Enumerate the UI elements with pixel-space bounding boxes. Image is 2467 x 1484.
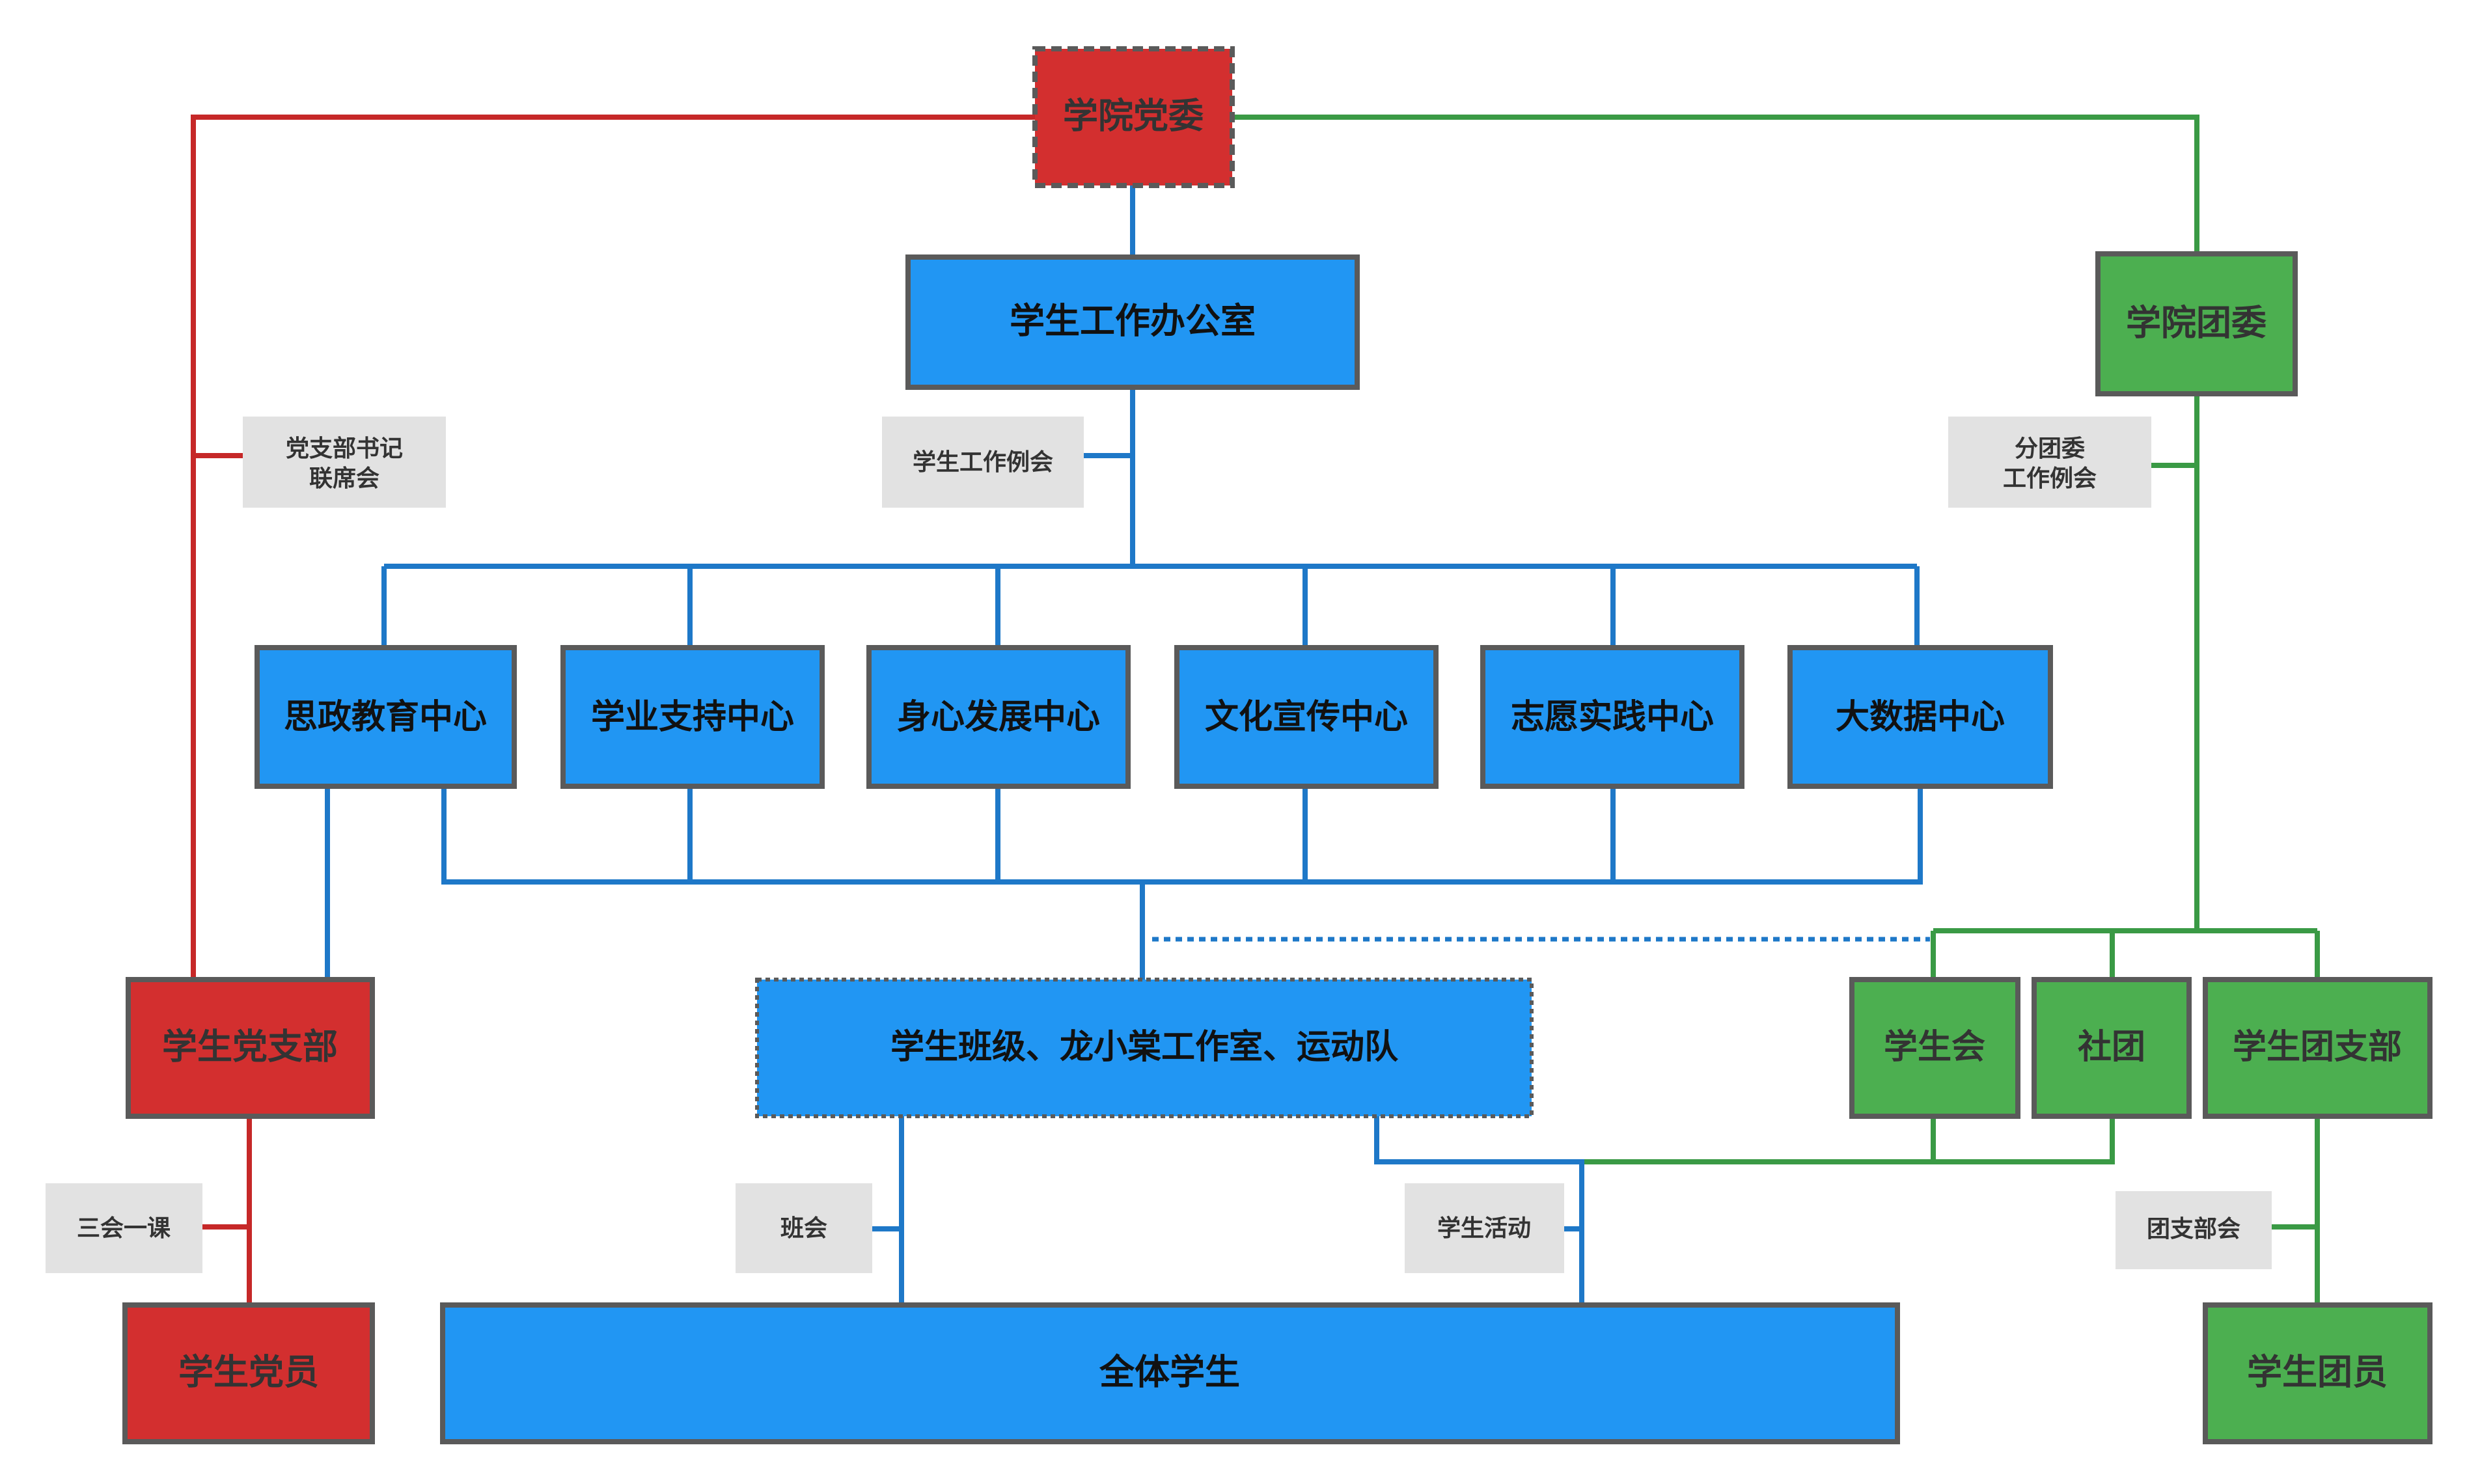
- league-branch-meeting-label: 团支部会: [2147, 1216, 2240, 1243]
- youth-league-committee-label: 学院团委: [2126, 303, 2267, 344]
- party-committee-to-branch-line: [191, 115, 1035, 980]
- three-meetings-label: 三会一课: [77, 1215, 171, 1242]
- league-meeting-label-box: [1948, 417, 2151, 508]
- student-league-members-label: 学生团员: [2247, 1352, 2388, 1393]
- class-meeting-label: 班会: [780, 1215, 827, 1242]
- node-center-wellbeing: 身心发展中心: [866, 645, 1131, 789]
- student-union-label: 学生会: [1884, 1028, 1985, 1067]
- student-affairs-office-label: 学生工作办公室: [1010, 301, 1256, 342]
- secretary-meeting-label-line1: 党支部书记: [286, 435, 403, 462]
- center-volunteer-label: 志愿实践中心: [1511, 698, 1714, 737]
- secretary-meeting-label-line2: 联席会: [309, 465, 379, 492]
- party-to-league-committee-line: [1232, 115, 2199, 254]
- secretary-meeting-label-box: [243, 417, 446, 508]
- node-center-bigdata: 大数据中心: [1787, 645, 2053, 789]
- student-work-meeting-label-box: [882, 417, 1084, 508]
- center-ideology-label: 思政教育中心: [284, 698, 487, 737]
- center-bigdata-label: 大数据中心: [1836, 698, 2005, 737]
- league-drop-lines: [1931, 931, 2320, 980]
- node-student-party-members: 学生党员: [122, 1302, 375, 1444]
- centers-drop-lines: [381, 566, 1920, 648]
- node-center-volunteer: 志愿实践中心: [1480, 645, 1744, 789]
- student-party-members-label: 学生党员: [178, 1352, 319, 1393]
- node-clubs: 社团: [2032, 977, 2192, 1119]
- node-student-affairs-office: 学生工作办公室: [905, 254, 1360, 390]
- office-connectors: [325, 186, 1930, 1305]
- all-students-label: 全体学生: [1099, 1352, 1240, 1393]
- node-student-party-branch: 学生党支部: [126, 977, 375, 1119]
- student-activities-label-box: [1405, 1183, 1564, 1273]
- node-youth-league-committee: 学院团委: [2095, 251, 2298, 396]
- meeting-labels: 党支部书记 联席会 学生工作例会 分团委 工作例会 三会一课 班会 学生活动 团…: [46, 417, 2272, 1273]
- centers-bottom-bus-line: [441, 786, 1923, 885]
- clubs-label: 社团: [2078, 1028, 2145, 1067]
- league-connectors: [1232, 115, 2320, 1305]
- node-student-league-members: 学生团员: [2203, 1302, 2433, 1444]
- party-committee-label: 学院党委: [1063, 96, 1204, 137]
- student-league-branch-label: 学生团支部: [2233, 1028, 2402, 1067]
- node-center-academic: 学业支持中心: [560, 645, 825, 789]
- student-party-branch-label: 学生党支部: [162, 1026, 338, 1067]
- center-academic-label: 学业支持中心: [591, 698, 794, 737]
- node-classes-studio-team: 学生班级、龙小棠工作室、运动队: [755, 978, 1534, 1118]
- league-branch-meeting-label-box: [2116, 1191, 2272, 1269]
- node-student-union: 学生会: [1849, 977, 2020, 1119]
- org-nodes: 学院党委 学生工作办公室 学院团委 思政教育中心 学业支持中心 身心发展中心 文…: [122, 46, 2433, 1444]
- node-all-students: 全体学生: [440, 1302, 1900, 1444]
- center-wellbeing-label: 身心发展中心: [897, 698, 1100, 737]
- node-center-culture: 文化宣传中心: [1174, 645, 1439, 789]
- node-party-committee: 学院党委: [1032, 46, 1235, 188]
- student-work-meeting-label: 学生工作例会: [913, 448, 1053, 476]
- classes-studio-team-label: 学生班级、龙小棠工作室、运动队: [890, 1028, 1399, 1067]
- league-meeting-label-line2: 工作例会: [2003, 465, 2097, 492]
- party-connectors: [191, 115, 1035, 1305]
- union-clubs-join-line: [1931, 1115, 2115, 1164]
- classes-to-activities-line: [1374, 1116, 1584, 1305]
- node-student-league-branch: 学生团支部: [2203, 977, 2433, 1119]
- league-meeting-label-line1: 分团委: [2015, 435, 2085, 462]
- three-meetings-label-box: [46, 1183, 202, 1273]
- center-culture-label: 文化宣传中心: [1205, 698, 1408, 737]
- node-center-ideology: 思政教育中心: [255, 645, 517, 789]
- class-meeting-label-box: [736, 1183, 872, 1273]
- student-activities-label: 学生活动: [1437, 1215, 1531, 1242]
